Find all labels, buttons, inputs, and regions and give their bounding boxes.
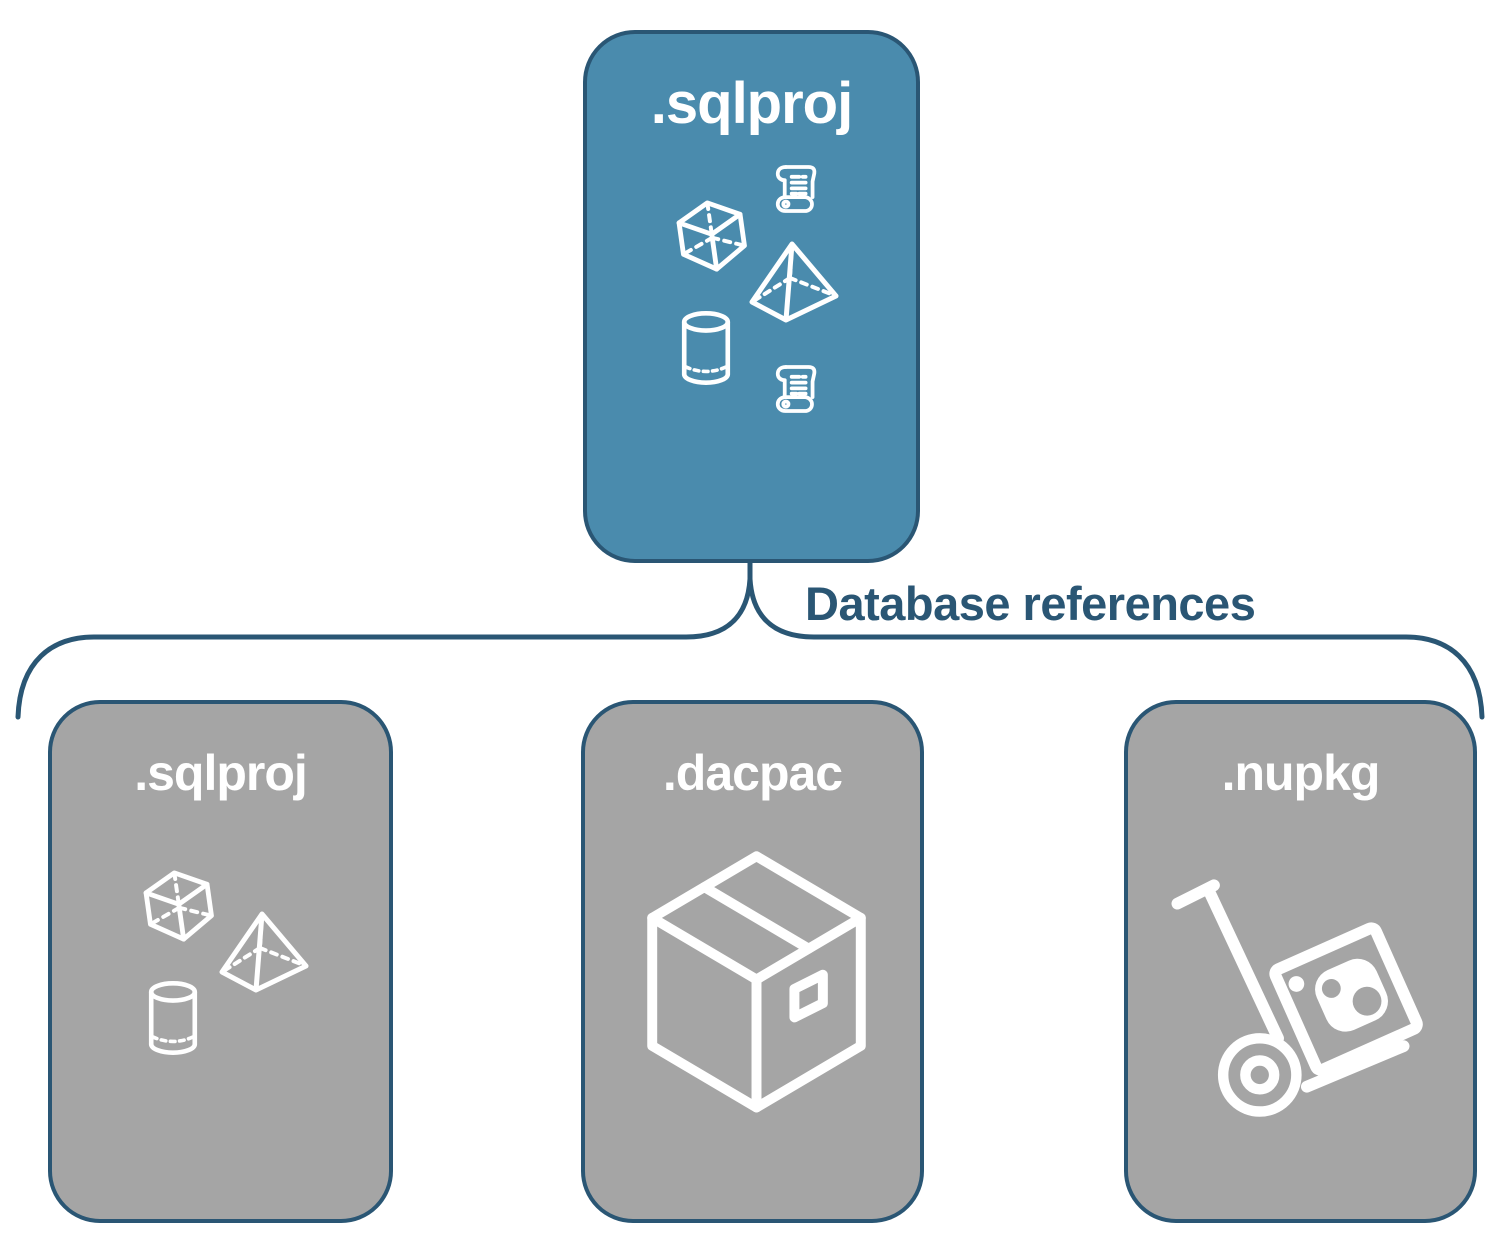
child-node-label: .nupkg bbox=[1221, 745, 1381, 801]
nuget-handtruck-icon bbox=[1171, 879, 1423, 1117]
root-node-label: .sqlproj bbox=[650, 71, 853, 136]
connector-label: Database references bbox=[805, 577, 1256, 630]
child-node-label: .dacpac bbox=[662, 745, 843, 801]
child-node-label: .sqlproj bbox=[134, 745, 308, 801]
child-node-dacpac: .dacpac bbox=[581, 700, 924, 1223]
pyramid-icon bbox=[749, 241, 839, 323]
root-node-sqlproj: .sqlproj bbox=[583, 30, 920, 563]
sql-script-icon bbox=[775, 365, 817, 413]
database-cylinder-icon bbox=[681, 311, 731, 385]
sql-script-icon bbox=[775, 165, 817, 213]
database-cylinder-icon bbox=[148, 981, 198, 1055]
package-box-icon bbox=[647, 851, 866, 1113]
child-node-sqlproj: .sqlproj bbox=[48, 700, 393, 1223]
child-node-nupkg: .nupkg bbox=[1124, 700, 1477, 1223]
cube-icon bbox=[676, 200, 747, 272]
pyramid-icon bbox=[219, 911, 309, 993]
cube-icon bbox=[143, 870, 214, 942]
